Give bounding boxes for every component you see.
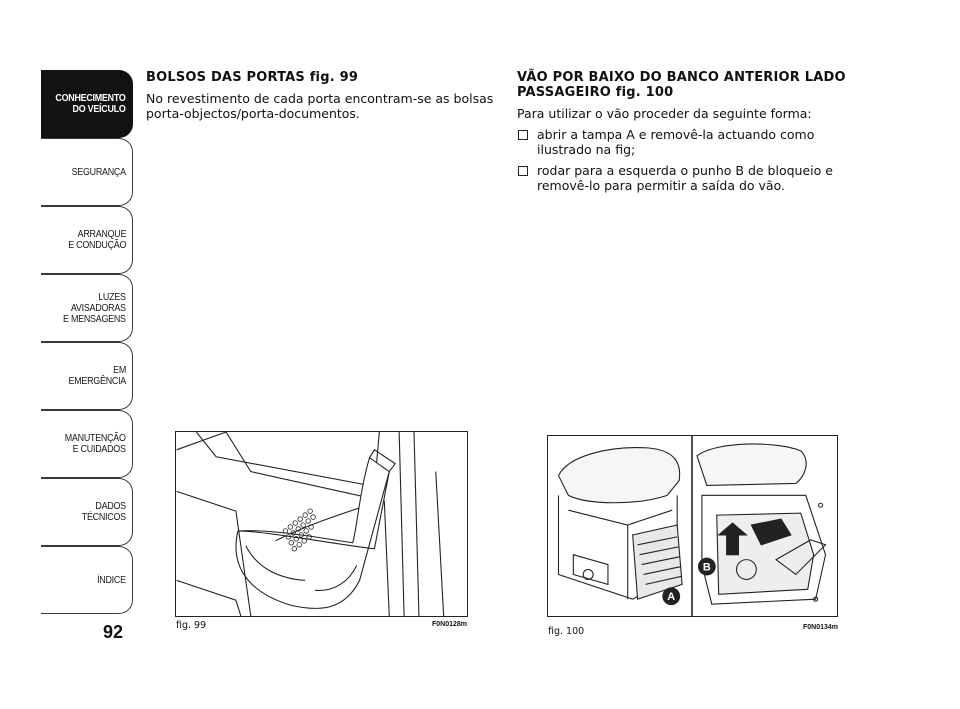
door-pocket-illustration — [176, 432, 445, 616]
tab-label: ÍNDICE — [97, 573, 126, 586]
tab-label: ARRANQUE E CONDUÇÃO — [68, 228, 126, 251]
tab-label: MANUTENÇÃO E CUIDADOS — [65, 432, 126, 455]
figure-door-pocket — [175, 431, 468, 617]
list-item: abrir a tampa A e removê-la actuando com… — [517, 127, 847, 157]
tab-label: DADOS TÉCNICOS — [81, 500, 126, 523]
tab-em-emergencia[interactable]: EM EMERGÊNCIA — [41, 342, 133, 410]
door-pockets-section: BOLSOS DAS PORTAS fig. 99 No revestiment… — [146, 70, 498, 127]
under-seat-compartment-section: VÃO POR BAIXO DO BANCO ANTERIOR LADO PAS… — [517, 70, 847, 199]
tab-indice[interactable]: ÍNDICE — [41, 546, 133, 614]
tab-seguranca[interactable]: SEGURANÇA — [41, 138, 133, 206]
step-text: abrir a tampa A e removê-la actuando com… — [537, 127, 815, 157]
figure-code: F0N0128m — [432, 621, 468, 628]
section-body: No revestimento de cada porta encontram-… — [146, 91, 494, 121]
tab-label: CONHECIMENTO DO VEÍCULO — [55, 92, 126, 115]
label-b: B — [703, 562, 711, 574]
tab-label: SEGURANÇA — [71, 165, 126, 178]
section-heading: VÃO POR BAIXO DO BANCO ANTERIOR LADO PAS… — [517, 70, 846, 100]
checkbox-bullet-icon — [518, 130, 528, 140]
figure-caption: fig. 100 — [548, 626, 585, 637]
list-item: rodar para a esquerda o punho B de bloqu… — [517, 163, 847, 193]
figure-under-seat-compartment: A B — [547, 435, 838, 617]
step-text: rodar para a esquerda o punho B de bloqu… — [537, 163, 833, 193]
figure-caption: fig. 99 — [176, 620, 207, 631]
figure-code: F0N0134m — [803, 624, 839, 631]
label-a: A — [667, 591, 675, 603]
section-intro: Para utilizar o vão proceder da seguinte… — [517, 106, 812, 121]
tab-label: EM EMERGÊNCIA — [68, 364, 127, 387]
section-heading: BOLSOS DAS PORTAS fig. 99 — [146, 70, 359, 85]
tab-luzes-avisadoras[interactable]: LUZES AVISADORAS E MENSAGENS — [41, 274, 133, 342]
tab-label: LUZES AVISADORAS E MENSAGENS — [63, 290, 126, 325]
steps-list: abrir a tampa A e removê-la actuando com… — [517, 127, 847, 193]
tab-conhecimento-do-veiculo[interactable]: CONHECIMENTO DO VEÍCULO — [41, 70, 133, 138]
tab-dados-tecnicos[interactable]: DADOS TÉCNICOS — [41, 478, 133, 546]
page-number: 92 — [102, 622, 124, 642]
under-seat-illustration: A B — [557, 436, 827, 616]
tab-manutencao-e-cuidados[interactable]: MANUTENÇÃO E CUIDADOS — [41, 410, 133, 478]
tab-arranque-e-conducao[interactable]: ARRANQUE E CONDUÇÃO — [41, 206, 133, 274]
checkbox-bullet-icon — [518, 166, 528, 176]
